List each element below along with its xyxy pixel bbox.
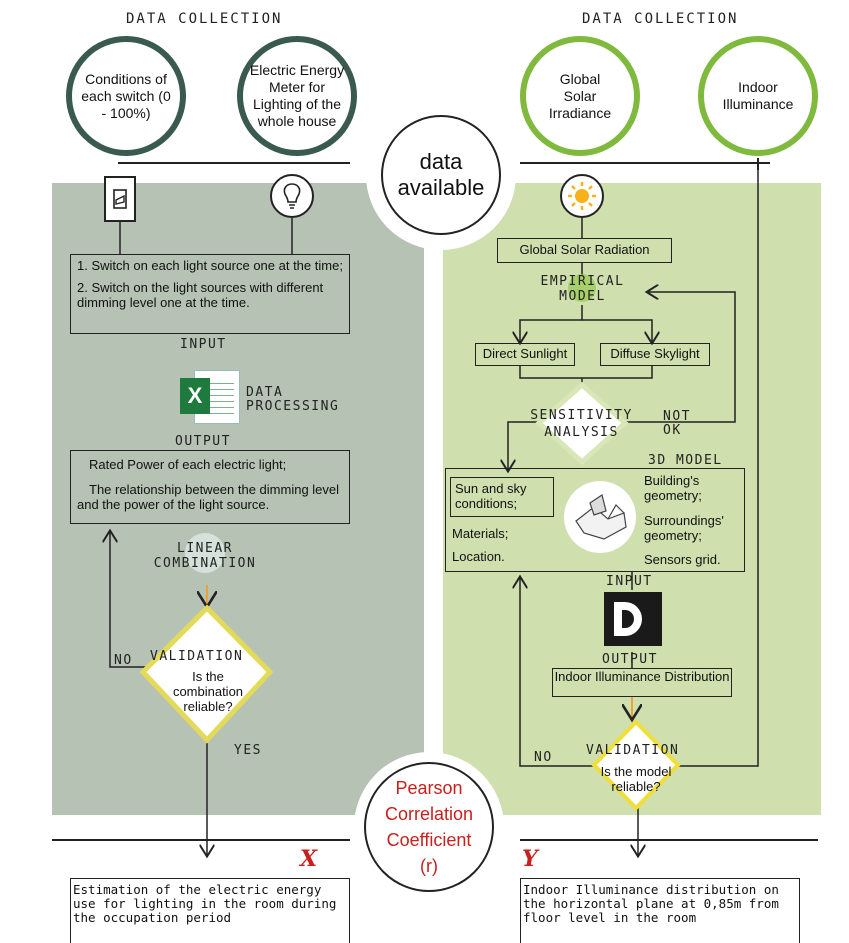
right-input-label: INPUT: [606, 574, 653, 589]
rated-power-box: Rated Power of each electric light; The …: [70, 450, 350, 524]
3d-model-label: 3D MODEL: [648, 453, 723, 468]
sun-sky-box: Sun and sky conditions;: [450, 477, 554, 517]
sensors-grid-text: Sensors grid.: [644, 552, 721, 567]
step-1: 1. Switch on each light source one at th…: [77, 258, 343, 273]
indoor-illuminance-circle: Indoor Illuminance: [698, 36, 818, 156]
excel-icon: X: [180, 368, 240, 424]
lightbulb-icon: [270, 174, 314, 218]
x-symbol: X: [300, 846, 318, 872]
direct-sunlight-box: Direct Sunlight: [475, 343, 575, 366]
solar-irradiance-circle: Global Solar Irradiance: [520, 36, 640, 156]
linear-combination-label: LINEAR COMBINATION: [153, 541, 257, 571]
indoor-distribution-box: Indoor Illuminance Distribution: [552, 668, 732, 697]
left-no-label: NO: [114, 653, 133, 668]
left-validation-title: VALIDATION: [150, 649, 244, 664]
location-text: Location.: [452, 549, 505, 564]
left-input-label: INPUT: [180, 337, 227, 352]
yes-label: YES: [234, 743, 262, 758]
sensitivity-analysis-label: SENSITIVITY ANALYSIS: [530, 408, 633, 440]
switch-icon: [104, 176, 136, 222]
global-solar-radiation-box: Global Solar Radiation: [497, 238, 672, 263]
x-result-box: Estimation of the electric energy use fo…: [70, 878, 350, 943]
empirical-model-label: EMPIRICAL MODEL: [540, 274, 625, 304]
y-symbol: Y: [522, 846, 538, 872]
materials-text: Materials;: [452, 526, 509, 541]
data-processing-label: DATA PROCESSING: [246, 385, 340, 414]
data-available-hub: data available: [366, 100, 516, 250]
left-validation-question: Is the combination reliable?: [172, 669, 244, 714]
dimming-relationship-text: The relationship between the dimming lev…: [77, 482, 340, 512]
step-2: 2. Switch on the light sources with diff…: [77, 280, 324, 310]
excel-letter: X: [180, 378, 210, 414]
building-geometry-text: Building's geometry;: [644, 473, 702, 503]
not-ok-label: NOT OK: [663, 409, 691, 438]
pearson-label: Pearson Correlation Coefficient (r): [384, 778, 474, 876]
data-available-label: data available: [397, 149, 485, 200]
radiance-icon: [604, 592, 662, 646]
left-section-title: DATA COLLECTION: [126, 11, 283, 27]
diffuse-skylight-box: Diffuse Skylight: [600, 343, 710, 366]
y-result-box: Indoor Illuminance distribution on the h…: [520, 878, 800, 943]
right-validation-title: VALIDATION: [586, 743, 680, 758]
3d-model-image: [564, 481, 636, 553]
surroundings-geometry-text: Surroundings' geometry;: [644, 513, 724, 543]
right-no-label: NO: [534, 750, 553, 765]
left-output-label: OUTPUT: [175, 434, 231, 449]
rated-power-text: Rated Power of each electric light;: [89, 457, 287, 472]
switch-conditions-circle: Conditions of each switch (0 - 100%): [66, 36, 186, 156]
3d-model-box: Sun and sky conditions; Materials; Locat…: [445, 468, 745, 572]
pearson-hub: Pearson Correlation Coefficient (r): [354, 752, 504, 902]
energy-meter-circle: Electric Energy Meter for Lighting of th…: [237, 36, 357, 156]
right-validation-question: Is the model reliable?: [600, 764, 672, 794]
right-output-label: OUTPUT: [602, 652, 658, 667]
right-section-title: DATA COLLECTION: [582, 11, 739, 27]
steps-box: 1. Switch on each light source one at th…: [70, 254, 350, 334]
sun-icon: [560, 174, 604, 218]
